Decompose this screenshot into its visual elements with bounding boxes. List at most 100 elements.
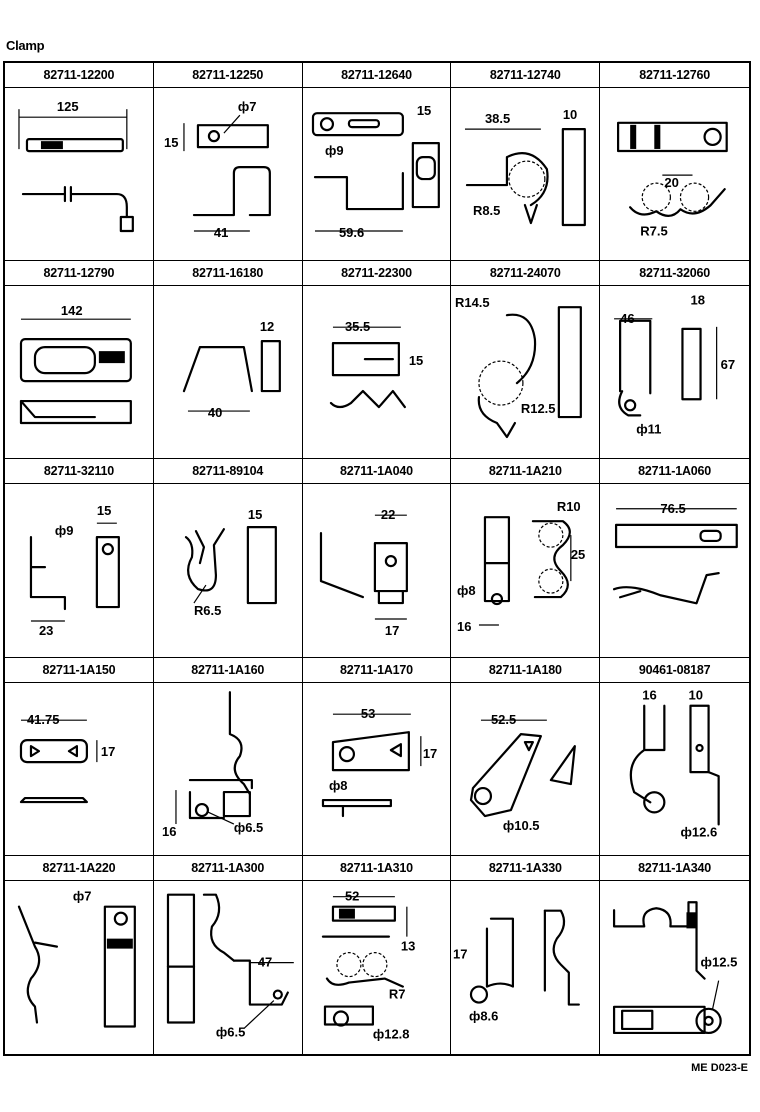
part-drawing: ф9 15 59.6	[303, 88, 451, 260]
dim-label: 47	[258, 954, 272, 969]
part-number: 90461-08187	[600, 658, 749, 683]
dim-label: 16	[162, 824, 176, 839]
part-drawing: 15 R6.5	[154, 484, 302, 656]
dim-label: ф7	[238, 99, 257, 114]
dim-label: 10	[563, 107, 577, 122]
dim-label: 35.5	[345, 319, 370, 334]
part-cell: 82711-1A060 76.5	[600, 459, 749, 658]
dim-label: R12.5	[521, 401, 556, 416]
part-number: 82711-16180	[153, 261, 302, 287]
part-number: 82711-1A340	[600, 856, 749, 881]
part-drawing: 22 17	[303, 484, 451, 656]
dim-label: ф7	[73, 888, 92, 903]
dim-label: 142	[61, 303, 83, 318]
dim-label: 17	[453, 946, 467, 961]
dim-label: 13	[400, 938, 414, 953]
part-cell: 82711-1A040 22 17	[302, 459, 452, 658]
part-cell: 82711-16180 12 40	[153, 261, 303, 460]
part-cell: 82711-1A210 R10 25 ф8 16	[451, 459, 601, 658]
dim-label: 46	[620, 311, 635, 326]
dim-label: ф9	[325, 143, 344, 158]
dim-label: 41	[214, 225, 228, 240]
part-cell: 82711-32110 ф9 15 23	[5, 459, 154, 658]
part-cell: 82711-1A160 16 ф6.5	[153, 657, 303, 856]
part-number: 82711-1A180	[451, 658, 600, 683]
dim-label: 17	[384, 623, 398, 638]
part-drawing: 52.5 ф10.5	[451, 683, 599, 855]
part-cell: 82711-22300 35.5 15	[302, 261, 452, 460]
part-drawing: 53 17 ф8	[303, 683, 451, 855]
part-number: 82711-1A300	[153, 856, 302, 881]
part-drawing: 16 ф6.5	[154, 683, 302, 855]
dim-label: R7	[388, 986, 405, 1001]
dim-label: ф10.5	[503, 818, 540, 833]
part-number: 82711-24070	[451, 261, 600, 287]
part-drawing: ф9 15 23	[5, 484, 153, 656]
dim-label: 20	[665, 175, 680, 190]
dim-label: ф8	[329, 778, 348, 793]
part-drawing: ф12.5	[600, 881, 749, 1054]
dim-label: ф12.8	[372, 1026, 409, 1041]
part-cell: 82711-89104 15 R6.5	[153, 459, 303, 658]
part-drawing: 47 ф6.5	[154, 881, 302, 1054]
dim-label: 76.5	[661, 501, 686, 516]
part-cell: 82711-1A150 41.75 17	[5, 657, 154, 856]
dim-label: 16	[457, 619, 471, 634]
part-cell: 82711-12200 125	[5, 63, 154, 262]
dim-label: 53	[361, 706, 375, 721]
dim-label: 15	[97, 504, 111, 519]
part-drawing: 38.5 10 R8.5	[451, 88, 599, 260]
dim-label: R14.5	[455, 295, 490, 310]
part-cell: 82711-32060 46 18 67 ф11	[600, 261, 749, 460]
dim-label: 41.75	[27, 712, 59, 727]
part-drawing: 16 10 ф12.6	[600, 683, 749, 855]
part-number: 82711-12760	[600, 63, 749, 88]
dim-label: R10	[557, 500, 581, 515]
dim-label: ф6.5	[216, 1024, 245, 1039]
dim-label: 40	[208, 405, 222, 420]
part-drawing: 142	[5, 286, 153, 458]
dim-label: 38.5	[485, 111, 510, 126]
part-drawing: 35.5 15	[303, 286, 451, 458]
dim-label: 10	[689, 687, 704, 702]
part-cell: 82711-12740 38.5 10 R8.5	[451, 63, 601, 262]
dim-label: ф9	[55, 524, 74, 539]
dim-label: 67	[721, 357, 736, 372]
dim-label: R7.5	[640, 223, 668, 238]
dim-label: ф11	[636, 422, 661, 437]
part-cell: 82711-1A310 52 13 R7 ф12.8	[302, 855, 452, 1054]
dim-label: 16	[642, 687, 657, 702]
dim-label: ф6.5	[234, 820, 263, 835]
part-cell: 82711-1A220 ф7	[5, 855, 154, 1054]
part-number: 82711-12740	[451, 63, 600, 88]
part-cell: 82711-12250 ф7 15 41	[153, 63, 303, 262]
dim-label: ф8	[457, 583, 476, 598]
dim-label: 17	[101, 744, 115, 759]
dim-label: 18	[691, 293, 706, 308]
dim-label: 15	[248, 508, 262, 523]
part-number: 82711-1A310	[302, 856, 451, 881]
part-drawing: 125	[5, 88, 153, 260]
part-cell: 82711-12640 ф9 15 59.6	[302, 63, 452, 262]
part-drawing: ф7	[5, 881, 153, 1054]
part-cell: 82711-1A300 47 ф6.5	[153, 855, 303, 1054]
part-number: 82711-32060	[600, 261, 749, 287]
part-number: 82711-12250	[153, 63, 302, 88]
part-drawing: 41.75 17	[5, 683, 153, 855]
part-cell: 82711-1A170 53 17 ф8	[302, 657, 452, 856]
dim-label: 12	[260, 319, 274, 334]
part-number: 82711-1A170	[302, 658, 451, 683]
part-number: 82711-1A330	[451, 856, 600, 881]
part-drawing: 12 40	[154, 286, 302, 458]
document-code: ME D023-E	[691, 1062, 748, 1074]
part-drawing: ф7 15 41	[154, 88, 302, 260]
dim-label: 15	[408, 353, 422, 368]
part-drawing: 46 18 67 ф11	[600, 286, 749, 458]
part-cell: 82711-1A330 17 ф8.6	[451, 855, 601, 1054]
part-drawing: R14.5 R12.5	[451, 286, 599, 458]
dim-label: 17	[422, 746, 436, 761]
part-cell: 82711-12760 20 R7.5	[600, 63, 749, 262]
part-number: 82711-1A060	[600, 459, 749, 485]
page-title: Clamp	[6, 38, 45, 53]
part-cell: 82711-1A340 ф12.5	[600, 856, 749, 1054]
